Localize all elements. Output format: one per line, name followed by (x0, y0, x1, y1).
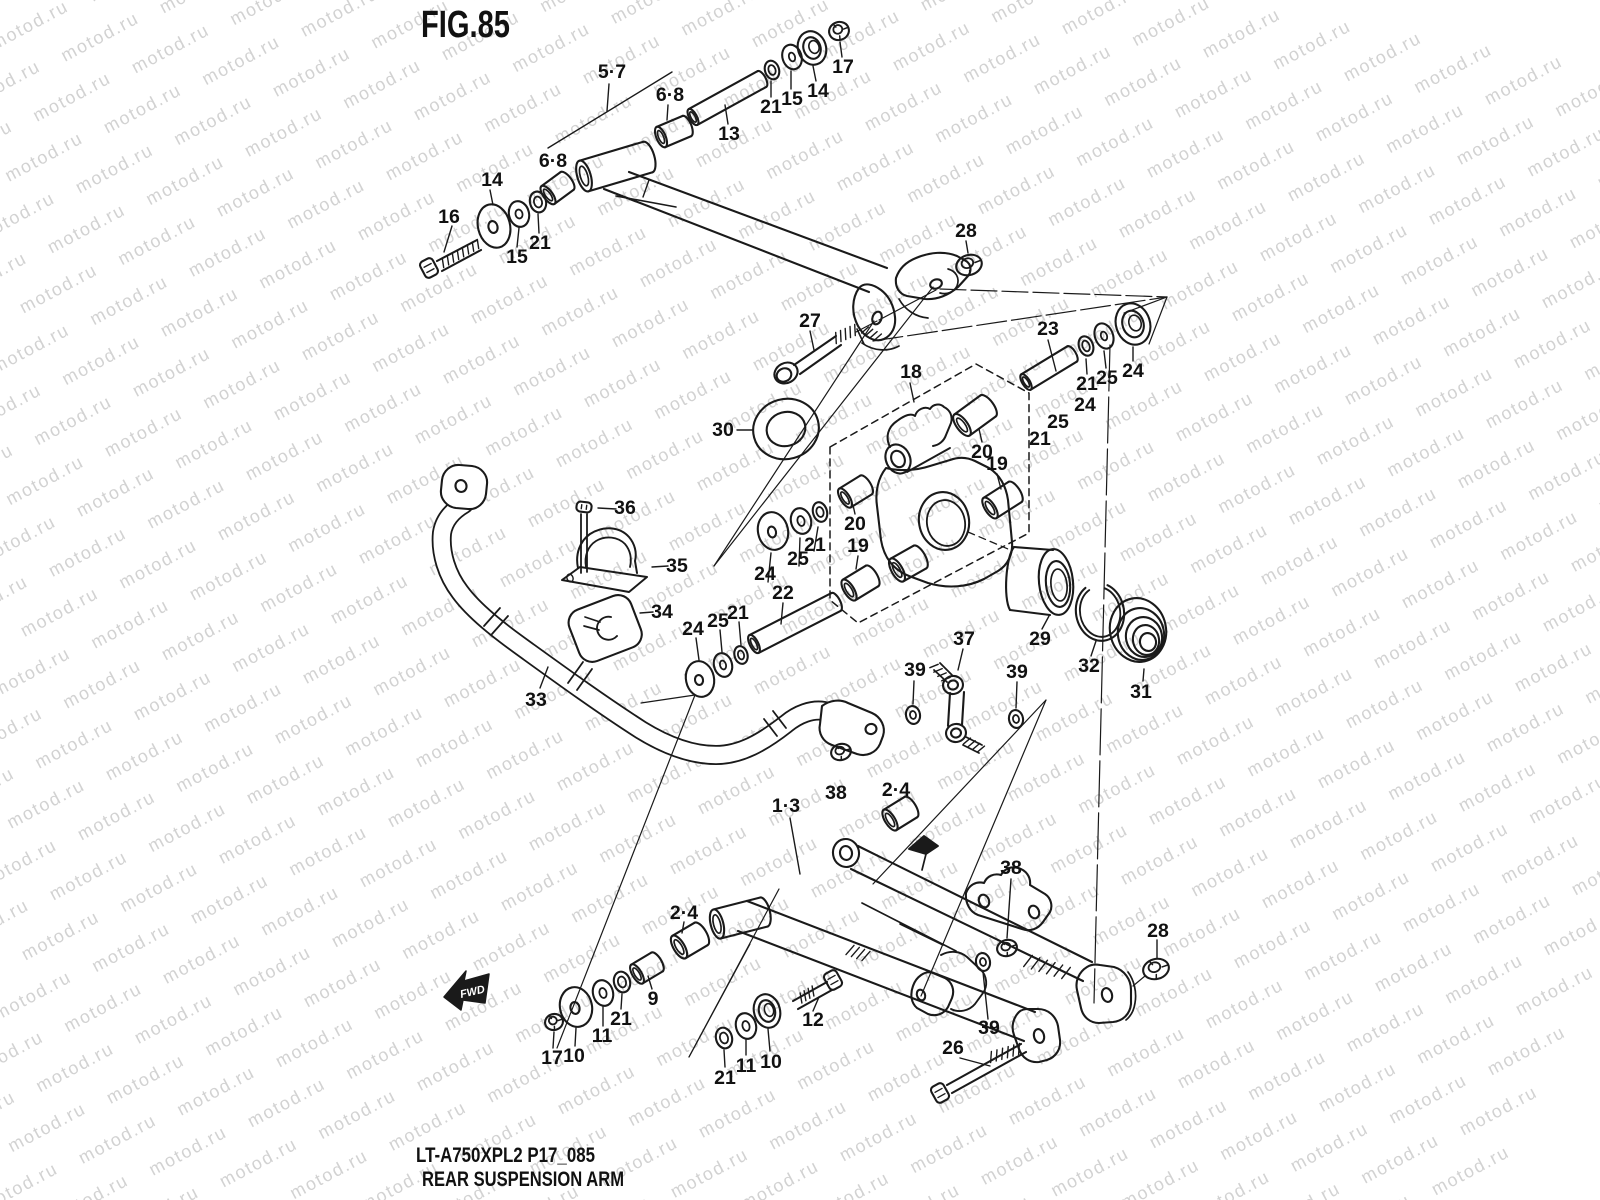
svg-text:24: 24 (682, 618, 704, 640)
svg-text:21: 21 (610, 1008, 632, 1030)
svg-text:LT-A750XPL2 P17_085: LT-A750XPL2 P17_085 (416, 1144, 595, 1167)
svg-text:17: 17 (832, 56, 854, 78)
svg-text:25: 25 (1096, 367, 1118, 389)
svg-text:21: 21 (760, 96, 782, 118)
svg-text:33: 33 (525, 689, 547, 711)
svg-text:29: 29 (1029, 628, 1051, 650)
svg-text:38: 38 (825, 782, 847, 804)
svg-text:10: 10 (563, 1045, 585, 1067)
svg-text:13: 13 (718, 123, 740, 145)
svg-text:37: 37 (953, 628, 975, 650)
svg-text:35: 35 (666, 555, 688, 577)
svg-text:2·4: 2·4 (670, 902, 698, 924)
svg-text:25: 25 (707, 610, 729, 632)
svg-text:19: 19 (847, 535, 869, 557)
svg-text:32: 32 (1078, 655, 1100, 677)
svg-text:21: 21 (727, 602, 749, 624)
svg-text:21: 21 (529, 232, 551, 254)
svg-text:11: 11 (736, 1055, 757, 1077)
svg-text:20: 20 (971, 441, 993, 463)
svg-text:39: 39 (1006, 661, 1028, 683)
svg-text:24: 24 (754, 563, 776, 585)
svg-text:2·4: 2·4 (882, 779, 910, 801)
svg-text:36: 36 (614, 497, 636, 519)
svg-text:19: 19 (986, 453, 1008, 475)
svg-text:39: 39 (978, 1017, 1000, 1039)
svg-text:34: 34 (651, 601, 673, 623)
svg-text:24: 24 (1074, 394, 1096, 416)
svg-text:15: 15 (506, 246, 528, 268)
svg-text:10: 10 (760, 1051, 782, 1073)
svg-text:27: 27 (799, 310, 821, 332)
svg-text:14: 14 (481, 169, 503, 191)
svg-text:26: 26 (942, 1037, 964, 1059)
svg-text:38: 38 (1000, 857, 1022, 879)
svg-text:17: 17 (541, 1047, 563, 1069)
svg-text:22: 22 (772, 582, 794, 604)
svg-text:15: 15 (781, 88, 803, 110)
svg-text:25: 25 (1047, 411, 1069, 433)
svg-text:11: 11 (592, 1025, 613, 1047)
svg-text:28: 28 (955, 220, 977, 242)
svg-text:9: 9 (648, 988, 659, 1010)
svg-text:6·8: 6·8 (539, 150, 567, 172)
svg-text:30: 30 (712, 419, 734, 441)
svg-text:1·3: 1·3 (772, 795, 800, 817)
svg-text:20: 20 (844, 513, 866, 535)
svg-text:6·8: 6·8 (656, 84, 684, 106)
svg-text:12: 12 (802, 1009, 824, 1031)
svg-text:5·7: 5·7 (598, 61, 626, 83)
svg-text:23: 23 (1037, 318, 1059, 340)
svg-text:25: 25 (787, 548, 809, 570)
svg-text:21: 21 (804, 534, 826, 556)
svg-text:31: 31 (1130, 681, 1152, 703)
svg-text:18: 18 (900, 361, 922, 383)
svg-text:14: 14 (807, 80, 829, 102)
svg-text:REAR SUSPENSION ARM: REAR SUSPENSION ARM (422, 1168, 624, 1191)
svg-text:21: 21 (714, 1067, 736, 1089)
svg-text:24: 24 (1122, 360, 1144, 382)
svg-text:FIG.85: FIG.85 (421, 4, 510, 46)
svg-text:FWD: FWD (459, 984, 486, 1001)
svg-text:21: 21 (1076, 373, 1098, 395)
svg-text:39: 39 (904, 659, 926, 681)
svg-text:16: 16 (438, 206, 460, 228)
svg-text:21: 21 (1029, 428, 1051, 450)
svg-text:28: 28 (1147, 920, 1169, 942)
